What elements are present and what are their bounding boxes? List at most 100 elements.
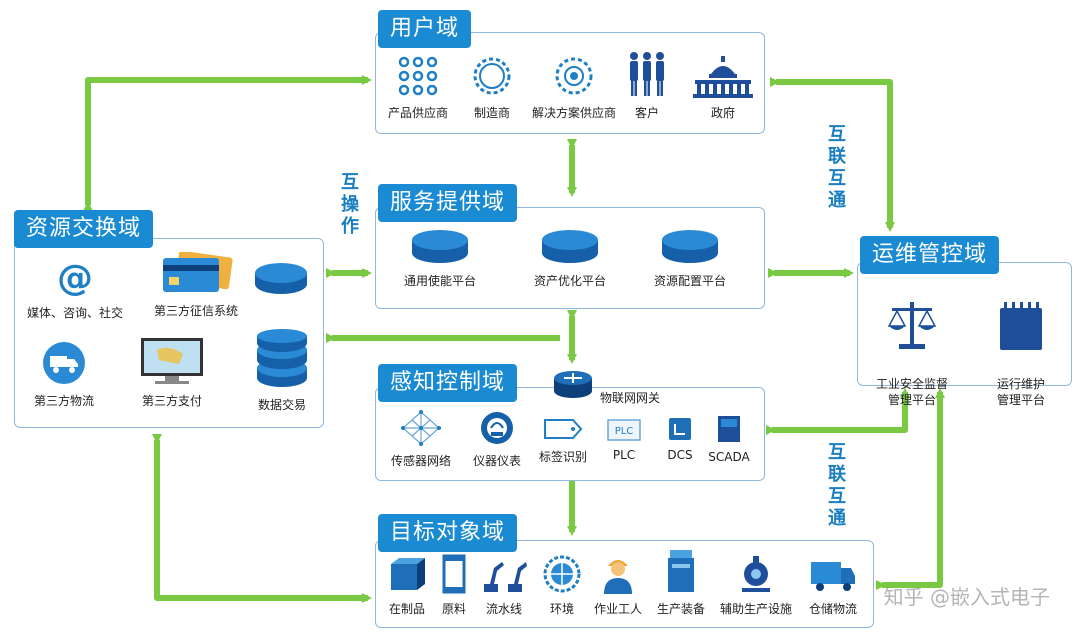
interconnect-label-upper: 互 联 互 通: [828, 124, 846, 211]
resource-item-logistics: 第三方物流: [20, 340, 108, 409]
material-icon: [442, 554, 466, 594]
disc-icon: [255, 263, 307, 294]
sensing-item-label: 传感器网络: [390, 454, 451, 468]
svg-text:@: @: [57, 258, 93, 298]
target-item-material: 原料: [436, 554, 472, 617]
resource-item-label: 第三方征信系统: [153, 304, 238, 318]
target-item-equipment: 生产装备: [650, 548, 712, 617]
user-item-label: 政府: [710, 106, 735, 120]
ops-item-maintenance: 运行维护 管理平台: [978, 284, 1064, 408]
service-item-label: 通用使能平台: [403, 274, 476, 288]
ops-domain-title: 运维管控域: [860, 236, 1000, 274]
sensing-item-label: 仪器仪表: [472, 454, 521, 468]
user-item-label: 解决方案供应商: [531, 106, 616, 120]
scales-icon: [887, 302, 937, 349]
target-item-label: 辅助生产设施: [719, 602, 792, 616]
ops-item-label: 运行维护 管理平台: [996, 377, 1045, 407]
platform-disc-icon: [542, 230, 598, 263]
user-item-label: 客户: [634, 106, 659, 120]
service-item-resource: 资源配置平台: [640, 226, 740, 289]
user-item-solution-supplier: 解决方案供应商: [525, 54, 623, 121]
user-domain-title: 用户域: [378, 10, 472, 48]
sensing-item-sensor-network: 传感器网络: [382, 410, 460, 469]
gear-cluster-icon: [555, 57, 593, 95]
user-item-manufacturer: 制造商: [462, 54, 522, 121]
sensing-item-label: DCS: [667, 448, 693, 462]
ops-item-label: 工业安全监督 管理平台: [875, 377, 948, 407]
sensing-item-label: 标签识别: [538, 450, 587, 464]
dcs-icon: [669, 418, 691, 440]
user-item-label: 制造商: [473, 106, 510, 120]
gauge-icon: [481, 412, 513, 444]
resource-item-payment: 第三方支付: [130, 336, 214, 409]
target-item-label: 作业工人: [593, 602, 642, 616]
sensing-item-label: SCADA: [708, 450, 750, 464]
arrow-resource-user: [83, 75, 372, 211]
workpiece-icon: [391, 558, 425, 590]
resource-item-label: 数据交易: [257, 398, 306, 412]
service-item-enabling: 通用使能平台: [390, 226, 490, 289]
service-item-asset: 资产优化平台: [520, 226, 620, 289]
target-item-label: 环境: [549, 602, 574, 616]
resource-item-label: 媒体、咨询、社交: [26, 306, 123, 320]
sensing-item-dcs: DCS: [660, 416, 700, 462]
target-item-label: 流水线: [485, 602, 522, 616]
user-item-label: 产品供应商: [387, 106, 448, 120]
gear-icon: [473, 57, 511, 95]
target-item-warehouse-logistics: 仓储物流: [800, 554, 866, 617]
target-item-label: 生产装备: [656, 602, 705, 616]
arrow-resource-target: [152, 434, 372, 603]
network-icon: [401, 410, 441, 446]
target-item-worker: 作业工人: [588, 554, 648, 617]
user-item-customer: 客户: [624, 50, 670, 121]
platform-disc-icon: [412, 230, 468, 263]
resource-item-disc: [250, 260, 312, 302]
arrow-user-ops: [770, 77, 895, 232]
monitor-icon: [141, 338, 203, 384]
worker-icon: [604, 560, 632, 594]
target-item-label: 原料: [441, 602, 466, 616]
forklift-truck-icon: [811, 562, 855, 591]
sensing-domain-title: 感知控制域: [378, 364, 518, 402]
resource-domain-title: 资源交换域: [14, 210, 154, 248]
tag-icon: [544, 419, 583, 439]
at-sign-icon: @: [57, 258, 93, 298]
target-item-wip: 在制品: [382, 554, 432, 617]
capitol-icon: [693, 56, 753, 98]
globe-icon: [543, 555, 581, 593]
interconnect-label-lower: 互 联 互 通: [828, 442, 846, 529]
truck-icon: [43, 342, 85, 384]
sensing-item-plc: PLC PLC: [602, 418, 646, 462]
sensing-item-instruments: 仪器仪表: [466, 410, 528, 469]
gateway-label: 物联网网关: [600, 391, 661, 405]
gateway: 物联网网关: [552, 369, 660, 405]
database-icon: [257, 329, 307, 387]
credit-card-icon: [163, 252, 233, 292]
sensing-item-label: PLC: [612, 448, 636, 462]
sensing-domain-box: [375, 387, 765, 481]
watermark: 知乎 @嵌入式电子: [883, 585, 1050, 609]
sensing-item-tag: 标签识别: [532, 416, 594, 465]
pump-icon: [742, 556, 770, 592]
scada-icon: [718, 416, 740, 442]
robot-arm-icon: [484, 562, 527, 592]
plc-icon: PLC: [607, 419, 641, 441]
resource-item-media: @ 媒体、咨询、社交: [16, 258, 134, 321]
people-icon: [630, 52, 664, 96]
target-item-label: 在制品: [388, 602, 425, 616]
target-item-aux-facility: 辅助生产设施: [714, 554, 798, 617]
user-item-product-supplier: 产品供应商: [382, 54, 454, 121]
target-item-label: 仓储物流: [808, 602, 857, 616]
battery-icon: [1000, 302, 1042, 350]
target-domain-title: 目标对象域: [378, 514, 518, 552]
target-item-environment: 环境: [540, 554, 584, 617]
arrow-target-ops: [876, 388, 945, 590]
router-icon: [554, 371, 592, 398]
resource-item-credit: 第三方征信系统: [140, 252, 252, 319]
resource-item-label: 第三方支付: [141, 394, 202, 408]
svg-text:PLC: PLC: [615, 426, 634, 437]
ops-item-safety: 工业安全监督 管理平台: [862, 284, 962, 408]
resource-item-data-trade: 数据交易: [246, 328, 318, 413]
service-item-label: 资产优化平台: [533, 274, 606, 288]
